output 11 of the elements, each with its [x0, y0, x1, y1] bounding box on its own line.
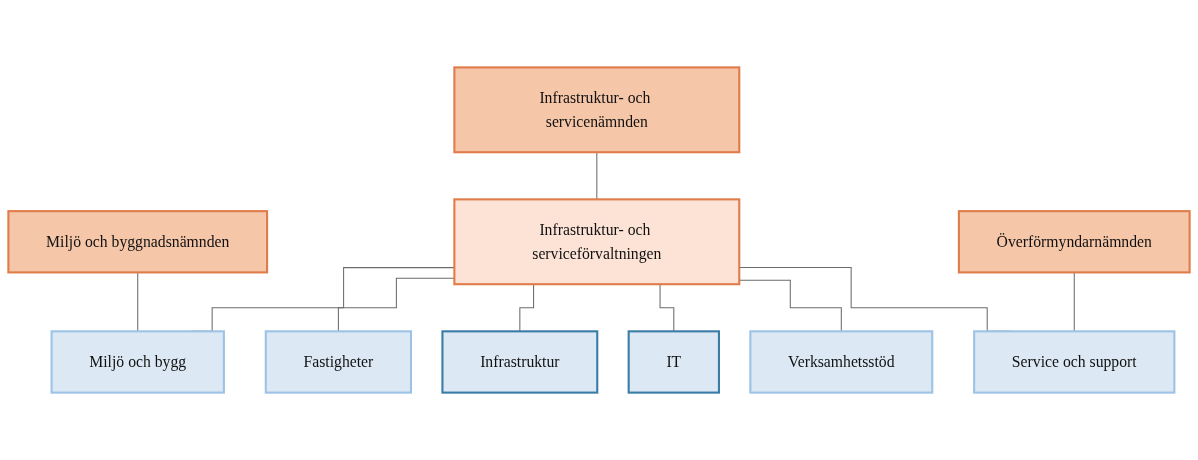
node-box: Överförmyndarnämnden — [957, 210, 1191, 274]
node-box: Fastigheter — [264, 330, 413, 394]
node-box: Infrastruktur- och serviceförvaltningen — [453, 198, 741, 286]
connector — [337, 277, 455, 332]
node-box: Miljö och byggnadsnämnden — [7, 210, 269, 274]
node-box: Service och support — [973, 330, 1176, 394]
node-box: Infrastruktur- och servicenämnden — [453, 66, 741, 154]
node-box: Verksamhetsstöd — [749, 330, 934, 394]
node-box: IT — [627, 330, 720, 394]
node-box: Infrastruktur — [441, 330, 599, 394]
node-box: Miljö och bygg — [50, 330, 225, 394]
